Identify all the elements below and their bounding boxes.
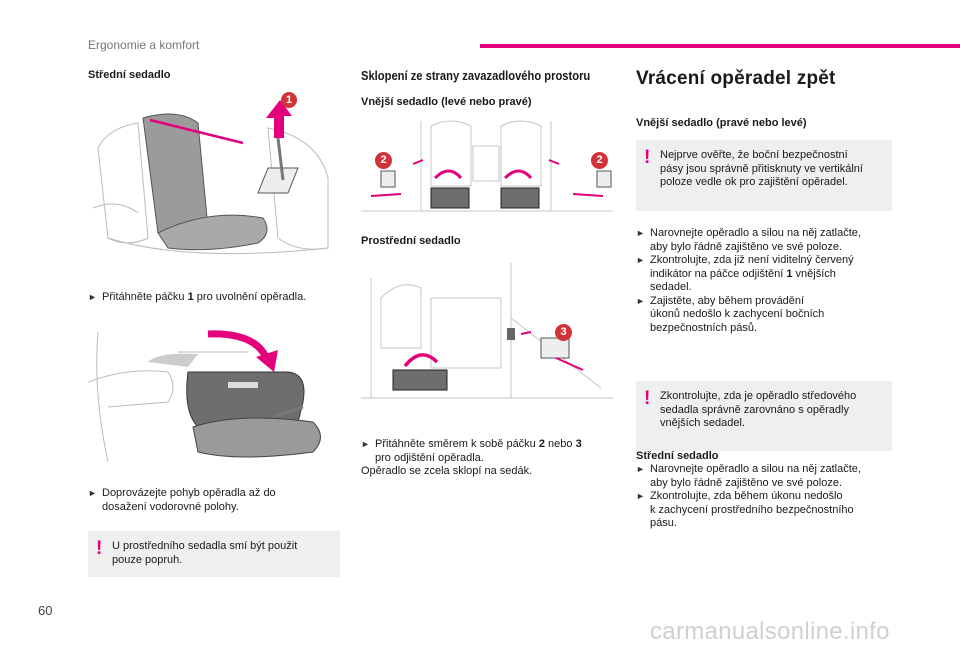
col3-title: Vrácení opěradel zpět xyxy=(636,68,836,89)
section-header: Ergonomie a komfort xyxy=(88,38,200,52)
col2-title: Sklopení ze strany zavazadlového prostor… xyxy=(361,68,591,83)
figure-trunk-middle-lever: 3 xyxy=(361,258,613,408)
page-number: 60 xyxy=(38,603,53,618)
arrow-bullet-icon: ► xyxy=(636,295,645,306)
arrow-bullet-icon: ► xyxy=(88,292,97,302)
col1-step1: ►Přitáhněte páčku 1 pro uvolnění opěradl… xyxy=(88,291,307,303)
badge-3: 3 xyxy=(555,324,572,341)
arrow-bullet-icon: ► xyxy=(636,464,645,474)
col3-bullets: ►Narovnejte opěradlo a silou na něj zatl… xyxy=(636,227,861,334)
header-accent-bar xyxy=(480,44,960,48)
arrow-bullet-icon: ► xyxy=(636,491,645,501)
exclamation-icon: ! xyxy=(644,388,651,409)
figure-middle-seat-lever: 1 xyxy=(88,88,340,266)
col3-warning-2: ! Zkontrolujte, zda je opěradlo středové… xyxy=(636,381,892,451)
exclamation-icon: ! xyxy=(96,538,103,559)
col3-bullets-2: ►Narovnejte opěradlo a silou na něj zatl… xyxy=(636,463,861,529)
badge-2-right: 2 xyxy=(591,152,608,169)
badge-2-left: 2 xyxy=(375,152,392,169)
col2-sub2: Prostřední sedadlo xyxy=(361,235,461,247)
col2-step: ►Přitáhněte směrem k sobě páčku 2 nebo 3… xyxy=(361,438,613,479)
col2-sub1: Vnější sedadlo (levé nebo pravé) xyxy=(361,96,532,108)
arrow-bullet-icon: ► xyxy=(88,488,97,498)
arrow-bullet-icon: ► xyxy=(361,439,370,449)
col1-title: Střední sedadlo xyxy=(88,69,171,81)
arrow-bullet-icon: ► xyxy=(636,255,645,265)
watermark: carmanualsonline.info xyxy=(650,618,890,645)
badge-1: 1 xyxy=(281,92,297,108)
col2-note: Opěradlo se zcela sklopí na sedák. xyxy=(361,465,533,477)
exclamation-icon: ! xyxy=(644,147,651,168)
col3-sub1: Vnější sedadlo (pravé nebo levé) xyxy=(636,117,807,129)
col3-sub2: Střední sedadlo xyxy=(636,450,719,462)
figure-seatback-fold xyxy=(88,312,340,476)
figure-trunk-outer-levers: 2 2 xyxy=(361,116,613,226)
arrow-bullet-icon: ► xyxy=(636,228,645,238)
